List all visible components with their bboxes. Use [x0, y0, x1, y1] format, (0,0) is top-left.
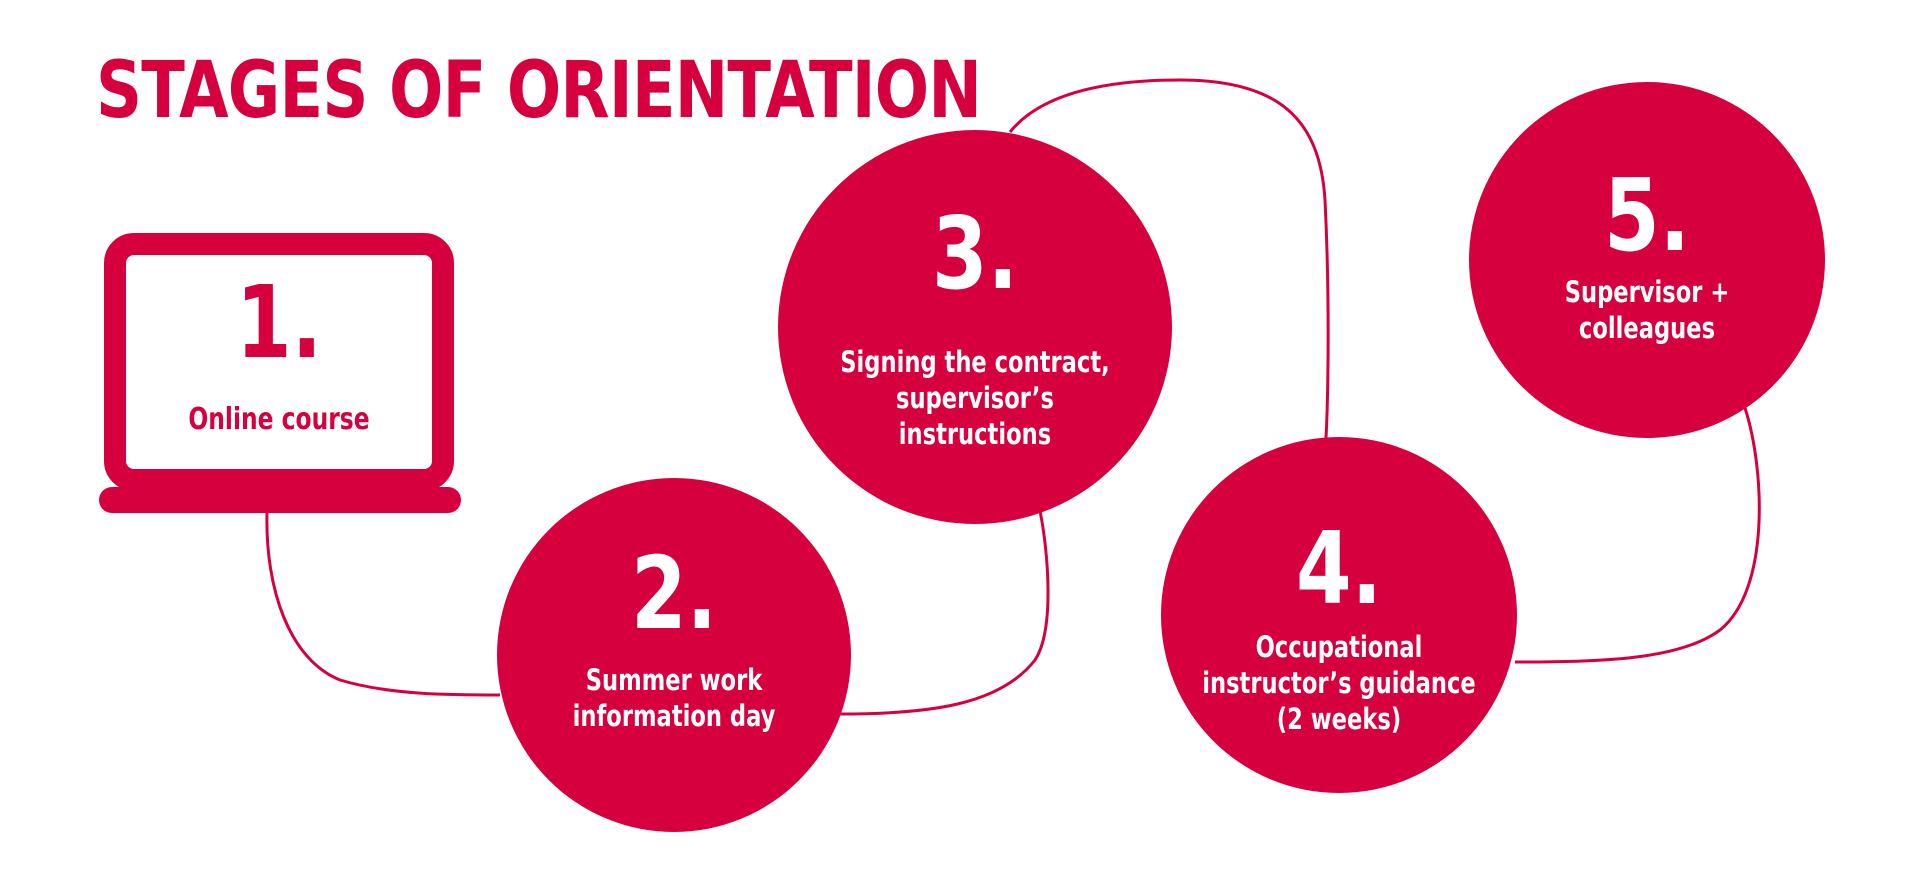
stage-3-circle: 3. Signing the contract, supervisor’s in…	[778, 130, 1172, 524]
connector-3-4	[1008, 78, 1330, 439]
stage-5-circle: 5. Supervisor + colleagues	[1469, 82, 1825, 438]
connector-4-5	[1514, 407, 1761, 664]
stage-2-label: Summer work information day	[572, 663, 776, 733]
laptop-icon	[104, 233, 454, 491]
connector-1-2	[265, 511, 501, 697]
stage-3-number: 3.	[931, 195, 1019, 312]
stage-4-label: Occupational instructor’s guidance (2 we…	[1202, 630, 1476, 736]
stage-2-circle: 2. Summer work information day	[497, 478, 851, 832]
stage-1-laptop: 1. Online course	[99, 233, 485, 516]
stage-5-label: Supervisor + colleagues	[1564, 275, 1730, 345]
stage-4-number: 4.	[1295, 510, 1383, 627]
laptop-base	[99, 487, 461, 513]
stage-1-number: 1.	[235, 264, 323, 381]
stage-1-label: Online course	[188, 402, 370, 437]
stage-3-label: Signing the contract, supervisor’s instr…	[840, 345, 1110, 451]
stage-4-circle: 4. Occupational instructor’s guidance (2…	[1161, 437, 1517, 793]
stage-2-number: 2.	[630, 535, 718, 652]
page-title: STAGES OF ORIENTATION	[96, 46, 982, 136]
stage-5-number: 5.	[1603, 157, 1691, 274]
connector-2-3	[839, 510, 1050, 716]
